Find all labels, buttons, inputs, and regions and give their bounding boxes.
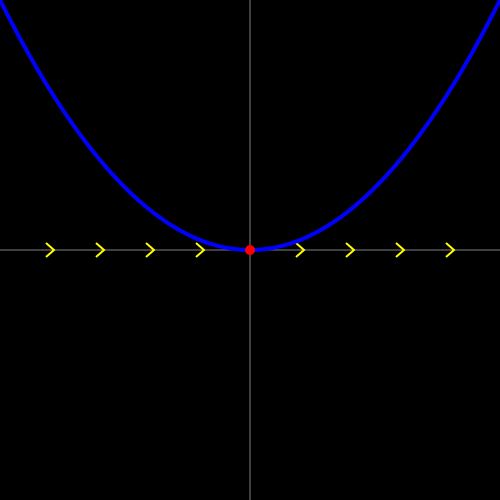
flow-arrow-2: [95, 242, 106, 258]
flow-arrow-8: [445, 242, 456, 258]
point-layer: [245, 245, 255, 255]
flow-arrow-1: [45, 242, 56, 258]
equilibrium-point-1: [245, 245, 255, 255]
flow-arrow-7: [395, 242, 406, 258]
flow-arrow-5: [295, 242, 306, 258]
flow-arrows: [45, 242, 456, 258]
flow-arrow-4: [195, 242, 206, 258]
flow-arrow-3: [145, 242, 156, 258]
flow-arrow-6: [345, 242, 356, 258]
